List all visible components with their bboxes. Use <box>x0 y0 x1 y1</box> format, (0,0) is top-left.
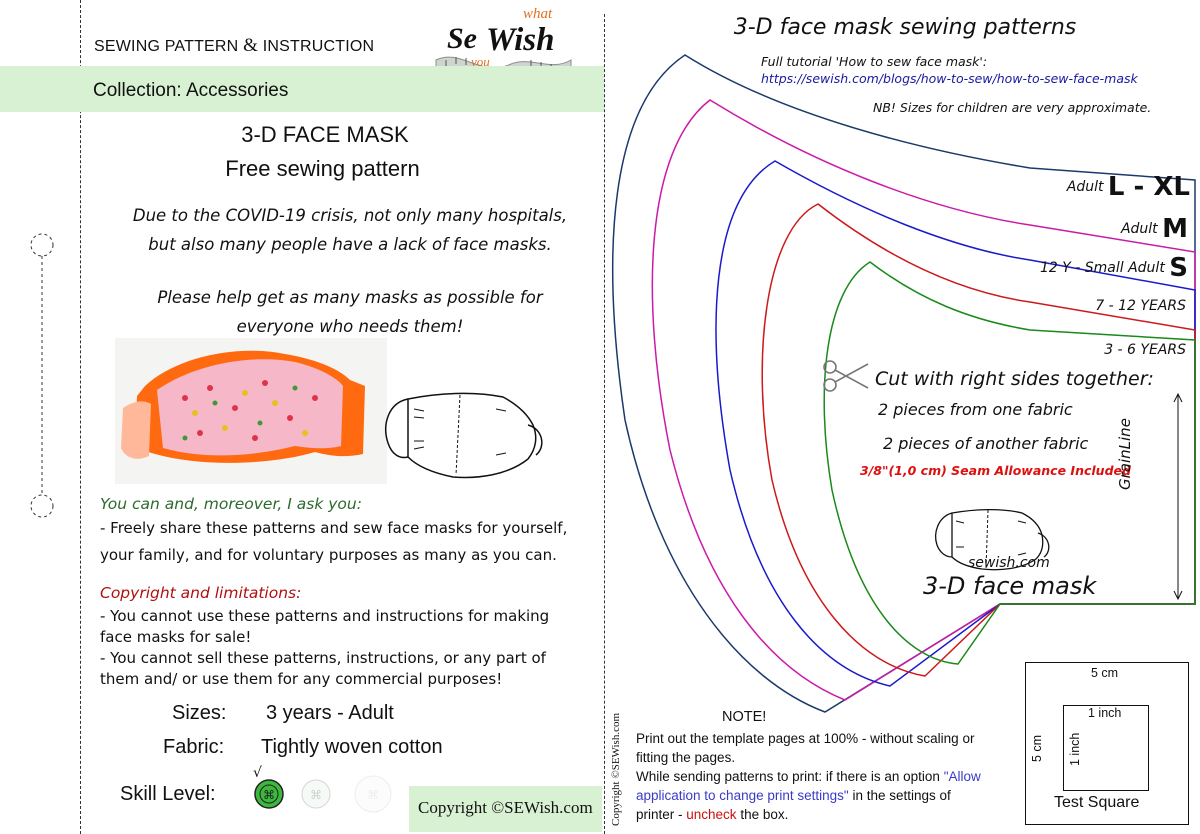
fabric-label: Fabric: <box>163 736 225 758</box>
vertical-copyright: Copyright ©SEWish.com <box>610 712 622 826</box>
collection-bar <box>0 66 604 112</box>
svg-text:you: you <box>469 54 490 69</box>
copyright-box: Copyright ©SEWish.com <box>409 786 602 832</box>
cut-line-right <box>604 14 605 834</box>
copyright-text: - You cannot use these patterns and inst… <box>100 607 550 688</box>
tutorial-label: Full tutorial 'How to sew face mask': <box>761 54 988 69</box>
sizes-value: 3 years - Adult <box>266 702 394 724</box>
test-square-label: Test Square <box>1054 794 1140 811</box>
pattern-title: 3-D face mask sewing patterns <box>733 15 1077 40</box>
cut-line-left <box>80 0 81 834</box>
note-text: Print out the template pages at 100% - w… <box>636 731 981 822</box>
test-square-inch <box>1063 705 1149 791</box>
hole-mark-bottom <box>30 494 54 518</box>
grainline-label: GrainLine <box>1116 418 1134 490</box>
mask-illustration <box>385 392 543 479</box>
tutorial-link[interactable]: https://sewish.com/blogs/how-to-sew/how-… <box>761 71 1138 86</box>
size-label-3-6: 3 - 6 YEARS <box>1104 342 1186 358</box>
seam-allowance: 3/8"(1,0 cm) Seam Allowance Included <box>860 463 1131 478</box>
mask-illustration-small <box>935 508 1050 571</box>
intro-text: Due to the COVID-19 crisis, not only man… <box>132 206 568 336</box>
svg-text:⌘: ⌘ <box>367 788 379 802</box>
skill-label: Skill Level: <box>120 783 216 805</box>
button-icon-active: ⌘ <box>254 779 284 809</box>
test-square-5cm-top: 5 cm <box>1091 666 1119 680</box>
svg-text:Se: Se <box>447 22 477 55</box>
test-square-box <box>1025 662 1189 825</box>
svg-text:Wish: Wish <box>486 22 554 58</box>
sizes-note: NB! Sizes for children are very approxim… <box>873 100 1152 115</box>
size-label-l-xl: Adult L - XL <box>1066 172 1190 202</box>
test-square-inch-side: 1 inch <box>1068 732 1082 766</box>
button-icon-faint: ⌘ <box>354 775 392 813</box>
site-label: sewish.com <box>968 555 1050 571</box>
mask-photo <box>115 338 387 484</box>
svg-text:⌘: ⌘ <box>263 788 275 802</box>
header-title: SEWING PATTERN & INSTRUCTION <box>94 35 375 56</box>
size-label-s: 12 Y - Small Adult S <box>1039 253 1188 283</box>
hole-mark-top <box>30 233 54 257</box>
collection-label: Collection: Accessories <box>93 80 289 101</box>
svg-text:what: what <box>523 6 553 22</box>
page-subtitle: Free sewing pattern <box>225 156 420 181</box>
svg-text:⌘: ⌘ <box>310 788 322 802</box>
size-label-7-12: 7 - 12 YEARS <box>1095 298 1186 314</box>
mask-label: 3-D face mask <box>923 572 1097 600</box>
size-label-m: Adult M <box>1120 214 1188 244</box>
scissors-icon <box>823 360 869 392</box>
test-square-5cm-side: 5 cm <box>1030 734 1044 762</box>
pattern-pieces <box>612 54 1196 713</box>
share-text: - Freely share these patterns and sew fa… <box>100 519 568 564</box>
skill-level-buttons: ⌘ ⌘ ⌘ <box>254 775 392 813</box>
skill-check: √ <box>253 765 262 781</box>
note-title: NOTE! <box>722 709 767 725</box>
cut-instruction-1: 2 pieces from one fabric <box>878 400 1073 419</box>
test-square-inch-top: 1 inch <box>1088 706 1122 720</box>
share-heading: You can and, moreover, I ask you: <box>100 495 362 513</box>
sizes-label: Sizes: <box>172 702 227 724</box>
page-title: 3-D FACE MASK <box>241 122 409 147</box>
cut-instruction-2: 2 pieces of another fabric <box>883 434 1089 453</box>
binding-marks <box>30 233 54 518</box>
copyright-heading: Copyright and limitations: <box>100 584 302 602</box>
button-icon-faded: ⌘ <box>301 779 331 809</box>
fabric-value: Tightly woven cotton <box>261 736 443 758</box>
cut-instruction-title: Cut with right sides together: <box>875 368 1154 390</box>
